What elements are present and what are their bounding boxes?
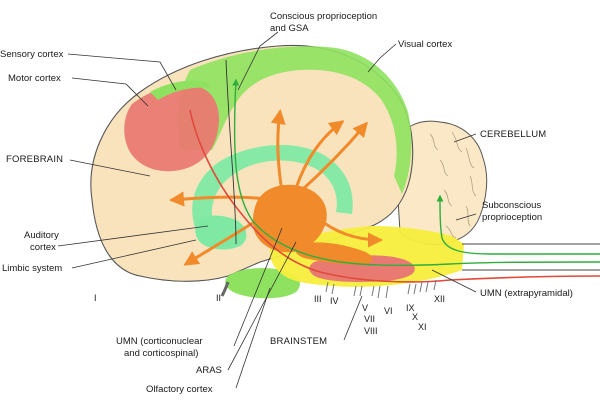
cranial-nerve-VIII: VIII	[364, 326, 378, 336]
label-umn-corticonuclear-1: UMN (corticonuclear	[116, 336, 203, 347]
cranial-nerve-IX: IX	[406, 303, 415, 313]
label-brainstem: BRAINSTEM	[270, 336, 327, 347]
aras-arrows	[169, 109, 383, 266]
label-visual-cortex: Visual cortex	[398, 39, 452, 50]
cranial-nerve-XII: XII	[434, 294, 445, 304]
label-auditory-cortex-2: cortex	[30, 242, 56, 253]
label-sensory-cortex: Sensory cortex	[0, 49, 64, 60]
cranial-nerve-X: X	[412, 312, 418, 322]
cranial-nerve-II: II	[216, 293, 221, 303]
cranial-nerve-XI: XI	[418, 322, 427, 332]
label-olfactory-cortex: Olfactory cortex	[146, 384, 213, 395]
label-subconscious-proprioception-1: Subconscious	[482, 200, 541, 211]
label-limbic-system: Limbic system	[2, 263, 62, 274]
cream-inner	[240, 72, 390, 170]
cranial-nerve-VI: VI	[384, 306, 393, 316]
label-motor-cortex: Motor cortex	[8, 73, 61, 84]
label-aras: ARAS	[196, 365, 222, 376]
label-conscious-proprioception-2: and GSA	[270, 23, 309, 34]
orange-brainstem-bar	[295, 242, 373, 265]
cranial-nerve-IV: IV	[330, 296, 339, 306]
conscious-proprioception-tract	[232, 78, 600, 266]
label-subconscious-proprioception-2: proprioception	[482, 212, 542, 223]
olfactory-cortex-region	[225, 268, 300, 299]
optic-nerve	[220, 281, 230, 297]
label-auditory-cortex-1: Auditory	[24, 230, 59, 241]
leader-lines	[57, 31, 477, 389]
umn-tract-red	[189, 109, 600, 283]
thalamus-core	[252, 184, 327, 253]
motor-cortex-region	[124, 84, 220, 172]
cranial-nerve-V: V	[362, 303, 368, 313]
subconscious-proprioception-tract	[436, 194, 600, 255]
cranial-nerve-III: III	[314, 294, 322, 304]
label-umn-extrapyramidal: UMN (extrapyramidal)	[480, 288, 573, 299]
label-forebrain: FOREBRAIN	[6, 154, 63, 165]
cranial-nerve-VII: VII	[364, 314, 375, 324]
cranial-nerve-stubs	[325, 279, 437, 299]
auditory-cortex-region	[195, 215, 247, 250]
visual-pathway-line	[225, 59, 237, 245]
label-conscious-proprioception-1: Conscious proprioception	[270, 11, 377, 22]
label-umn-corticonuclear-2: and corticospinal)	[124, 348, 198, 359]
label-cerebellum: CEREBELLUM	[480, 129, 546, 140]
sensory-cortex-region	[150, 80, 212, 100]
cranial-nerve-I: I	[94, 293, 97, 303]
